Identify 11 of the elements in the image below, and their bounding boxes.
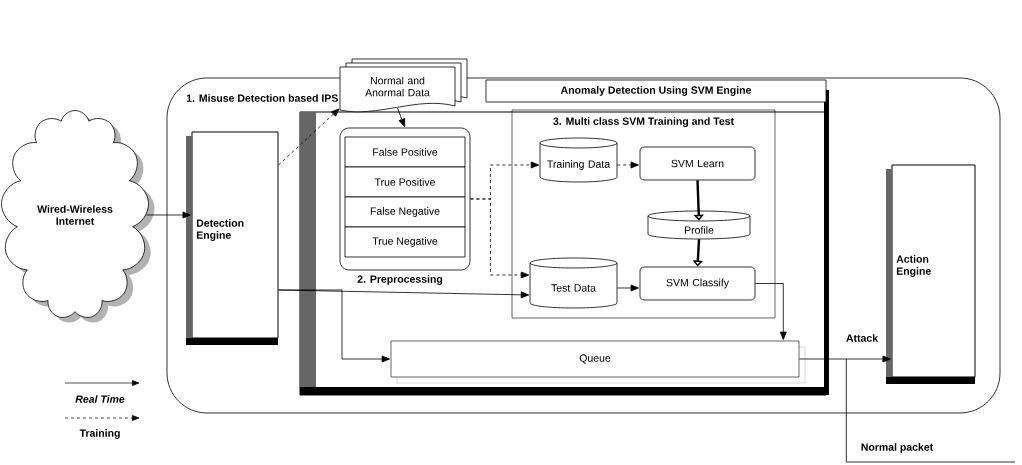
engine-box: Action Engine: [886, 164, 976, 384]
frame-title: 1. Misuse Detection based IPS: [186, 94, 338, 102]
legend-label: Training: [79, 429, 120, 439]
edge-label: Attack: [844, 333, 880, 343]
cloud: Wired-Wireless Internet: [1, 110, 155, 323]
document-stack: Normal and Anormal Data: [339, 58, 468, 113]
engine-box: Detection Engine: [186, 131, 279, 345]
edge-label: Normal packet: [859, 442, 935, 454]
title-box: Anomaly Detection Using SVM Engine: [485, 79, 827, 103]
legend-label: Real Time: [75, 395, 125, 403]
arrow: [146, 211, 191, 219]
